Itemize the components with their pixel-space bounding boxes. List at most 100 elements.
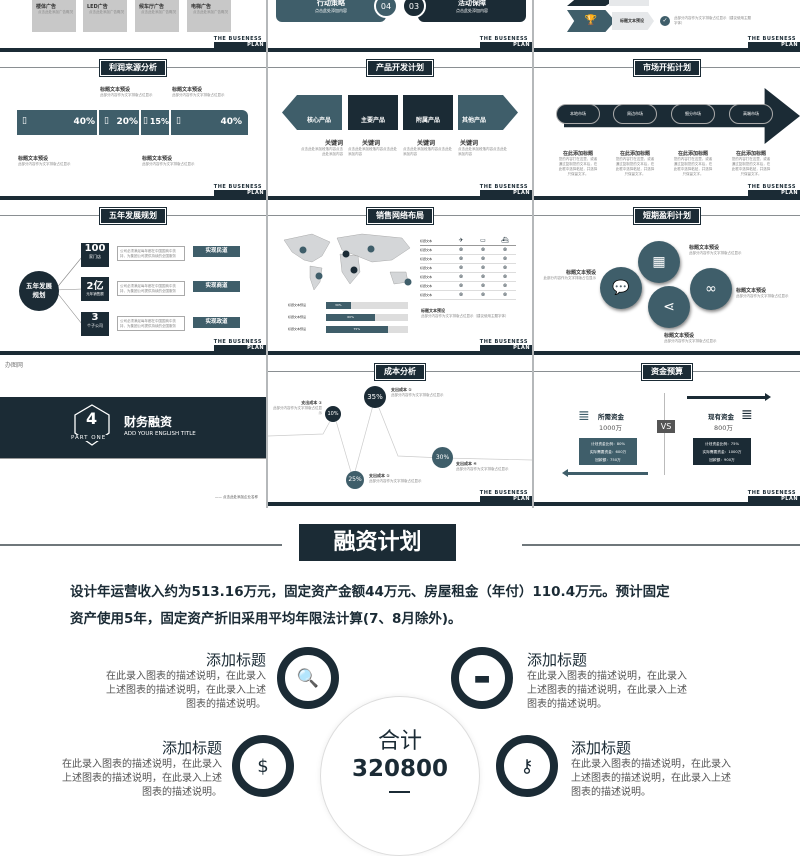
part-subtitle: ADD YOUR ENGLISH TITLE xyxy=(124,431,196,437)
slide-part-one[interactable]: 办图网 4 PART ONE 财务融资 ADD YOUR ENGLISH TIT… xyxy=(0,356,266,506)
slide-strategy[interactable]: 行动策略 点击此处添加内容 04 活动保障 点击此处添加内容 03 THE BU… xyxy=(268,0,532,52)
row-label: 标题文本 xyxy=(420,257,433,261)
progress-track: 75% xyxy=(326,325,408,333)
slide-product[interactable]: 产品开发计划 核心产品 主要产品 附属产品 其他产品 关键词点击此处添加段落内容… xyxy=(268,52,532,200)
cross-icon: ⊗ xyxy=(480,292,486,298)
footer-bar xyxy=(0,351,266,355)
logo: 办图网 xyxy=(5,362,24,369)
market-stage: 周边市场 xyxy=(613,104,657,124)
short-label: 标题文本预设此部分内容作为文字排版占位显示 xyxy=(736,288,789,298)
arrow-left-icon xyxy=(568,472,648,475)
row-label: 标题文本 xyxy=(420,293,433,297)
row-label: 标题文本 xyxy=(420,266,433,270)
keyword-block: 关键词点击此处添加段落内容点击此处添加内容 xyxy=(403,140,452,156)
step-number: 03 xyxy=(402,0,426,18)
divider xyxy=(532,0,534,508)
database-icon: ≣ xyxy=(578,408,590,424)
cross-icon: ⊗ xyxy=(458,247,464,253)
analytics-search-icon: 🔍 xyxy=(277,647,339,709)
profit-label: 标题文本预设此部分内容作为文字排版占位显示 xyxy=(18,156,71,166)
monitor-icon: ▬ xyxy=(451,647,513,709)
product-accessory: 附属产品 xyxy=(403,95,453,130)
slide-title: 销售网络布局 xyxy=(366,207,434,225)
slide-sales[interactable]: 销售网络布局 标题文本✈▭⛴标题文本⊗⊗⊗标题文本⊗⊗⊗标题文本⊗⊗⊗标题文本⊗… xyxy=(268,200,532,355)
chevron xyxy=(567,0,615,6)
short-label: 标题文本预设此部分内容作为文字排版占位显示 xyxy=(664,333,717,343)
keyword-block: 关键词点击此处添加段落内容点击此处添加内容 xyxy=(301,140,343,156)
chevron-label-bg: 标题文本预设 xyxy=(612,12,654,30)
row-label: 标题文本 xyxy=(420,238,433,243)
ad-card: 电梯广告 点击此处添加广告概况 xyxy=(187,0,231,32)
chevron xyxy=(609,0,649,6)
slide-goals[interactable]: 🏆 标题文本预设 ✓ 此部分内容作为文字排版占位显示（建议使用主题字体） THE… xyxy=(534,0,800,52)
progress-fill: 30% xyxy=(326,301,351,309)
ad-label: 候车厅广告 xyxy=(139,4,165,10)
cross-icon: ⊗ xyxy=(458,283,464,289)
profit-bar: ▯40% xyxy=(17,110,97,135)
have-details: 计划资金比例：75%实际需要资金：1000万回款额：900万 xyxy=(693,438,751,465)
ad-card: 楼体广告 点击此处添加广告概况 xyxy=(32,0,76,32)
phone-icon: ▯ xyxy=(176,116,181,126)
trophy-icon: 🏆 xyxy=(567,10,615,32)
slide-market[interactable]: 市场开拓计划 本地市场 周边市场 细分市场 高端市场 在此添加标题您的内容打在这… xyxy=(534,52,800,200)
database-icon: ≣ xyxy=(741,407,753,423)
row-label: 标题文本 xyxy=(420,275,433,279)
slide-short-term[interactable]: 短期盈利计划 💬 ▦ ∞ ⋖ 标题文本预设此部分内容作为文字排版占位显示 标题文… xyxy=(534,200,800,355)
money-bag-icon: $ xyxy=(232,735,294,797)
progress-track: 60% xyxy=(326,313,408,321)
footer-bar xyxy=(534,502,800,506)
market-stage: 细分市场 xyxy=(671,104,715,124)
short-label: 标题文本预设此部分内容作为文字排版占位显示 xyxy=(543,270,597,280)
have-amount: 800万 xyxy=(714,424,733,432)
part-title: 财务融资 xyxy=(124,415,173,429)
slide-budget[interactable]: 资金预算 ≣ 所需资金 1000万 VS ≣ 现有资金 800万 计划资金比例：… xyxy=(534,356,800,506)
ad-desc: 点击此处添加广告概况 xyxy=(141,10,176,14)
footer-bar xyxy=(268,196,532,200)
ad-desc: 点击此处添加广告概况 xyxy=(38,10,73,14)
need-amount: 1000万 xyxy=(599,424,623,432)
cross-icon: ⊗ xyxy=(458,292,464,298)
profit-label: 标题文本预设此部分内容作为文字排版占位显示 xyxy=(100,87,153,97)
slide-profit[interactable]: 利润来源分析 ▯40% ▯20% ▯15% ▯40% 标题文本预设此部分内容作为… xyxy=(0,52,266,200)
need-details: 计划资金比例：80%实际需要资金：600万回款额：750万 xyxy=(579,438,637,465)
plane-icon: ✈ xyxy=(458,237,464,244)
cross-icon: ⊗ xyxy=(502,247,508,253)
part-number: 4 xyxy=(86,409,98,428)
cost-bubble: 10% xyxy=(325,406,341,422)
ad-desc: 点击此处添加广告概况 xyxy=(193,10,228,14)
cross-icon: ⊗ xyxy=(502,292,508,298)
keyword-block: 关键词点击此处添加段落内容点击此处添加内容 xyxy=(348,140,397,156)
slide-advertising[interactable]: 楼体广告 点击此处添加广告概况 LED广告 点击此处添加广告概况 候车厅广告 点… xyxy=(0,0,266,52)
market-text: 在此添加标题您的内容打在这里，或者通过复制您的文本后，在此框中选择粘贴，并选择只… xyxy=(615,151,655,176)
hexagon-icon xyxy=(74,404,110,446)
table-row: 标题文本⊗⊗⊗ xyxy=(420,264,516,273)
market-text: 在此添加标题您的内容打在这里，或者通过复制您的文本后，在此框中选择粘贴，并选择只… xyxy=(673,151,713,176)
total-value: 320800 xyxy=(351,756,449,782)
page-title: 融资计划 xyxy=(299,524,456,561)
share-icon: ⋖ xyxy=(648,286,690,328)
desc-box: 公司必须满足每年都在中国国商中扶持，为集团公司提供持续的全国服务 xyxy=(117,316,185,331)
step-number: 04 xyxy=(374,0,398,18)
footer-bar xyxy=(534,196,800,200)
profit-label: 标题文本预设此部分内容作为文字排版占位显示 xyxy=(142,156,195,166)
strategy-card: 行动策略 点击此处添加内容 xyxy=(276,0,386,22)
footer-bar xyxy=(534,48,800,52)
item-block: 添加标题在此录入图表的描述说明，在此录入上述图表的描述说明，在此录入上述图表的描… xyxy=(62,739,222,798)
cross-icon: ⊗ xyxy=(480,256,486,262)
item-block: 添加标题在此录入图表的描述说明，在此录入上述图表的描述说明，在此录入上述图表的描… xyxy=(571,739,731,798)
progress-fill: 75% xyxy=(326,325,388,333)
cross-icon: ⊗ xyxy=(502,265,508,271)
footer-bar xyxy=(0,48,266,52)
cost-bubble: 30% xyxy=(432,447,453,468)
desc-box: 公司必须满足每年都在中国国商中扶持，为集团公司提供持续的全国服务 xyxy=(117,246,185,261)
